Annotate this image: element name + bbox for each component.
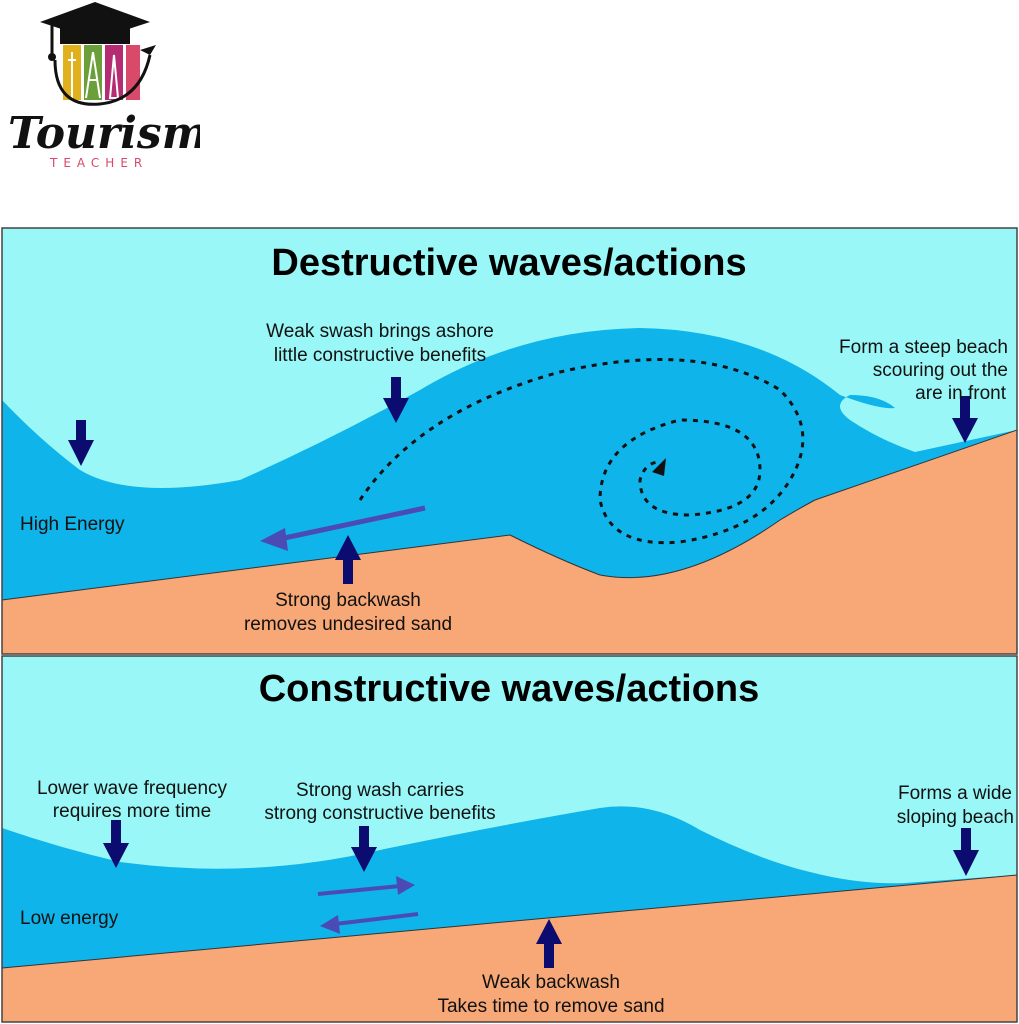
down-arrow-icon xyxy=(952,396,978,443)
down-arrow-icon xyxy=(103,820,129,868)
swash-flow-arrow xyxy=(317,884,401,896)
constructive-panel: Constructive waves/actions Lower wave fr… xyxy=(1,655,1018,1023)
down-arrow-icon xyxy=(383,377,409,423)
destructive-title: Destructive waves/actions xyxy=(271,242,746,284)
backwash-flow-arrow xyxy=(274,505,426,543)
strong-backwash-label-2: removes undesired sand xyxy=(244,614,452,635)
freq-label-2: requires more time xyxy=(53,801,211,822)
steep-beach-label-3: are in front xyxy=(915,383,1007,404)
swash-flow-arrowhead-icon xyxy=(396,876,415,895)
backwash-flow-arrowhead-bottom-icon xyxy=(320,915,340,934)
backwash-flow-arrow-bottom xyxy=(334,912,419,926)
destructive-panel: Destructive waves/actions Weak swash bri… xyxy=(1,227,1018,655)
graduation-cap-icon xyxy=(40,2,150,61)
strong-wash-label-2: strong constructive benefits xyxy=(264,803,495,824)
constructive-title: Constructive waves/actions xyxy=(259,668,760,710)
spiral-arrowhead-icon xyxy=(652,458,666,476)
down-arrow-icon xyxy=(351,826,377,872)
steep-beach-label-1: Form a steep beach xyxy=(839,337,1008,358)
freq-label-1: Lower wave frequency xyxy=(37,778,228,799)
backwash-flow-arrowhead-icon xyxy=(260,528,288,551)
logo-word: Tourism xyxy=(8,108,200,159)
swoosh-icon xyxy=(53,54,152,106)
logo-subtitle: TEACHER xyxy=(49,156,148,170)
plane-icon xyxy=(140,45,156,55)
weak-swash-label-2: little constructive benefits xyxy=(274,345,486,366)
strong-wash-label-1: Strong wash carries xyxy=(296,780,464,801)
up-arrow-icon xyxy=(335,535,361,584)
up-arrow-icon xyxy=(536,919,562,968)
landmarks-icon xyxy=(63,45,140,100)
wide-beach-label-2: sloping beach xyxy=(897,807,1014,828)
weak-backwash-label-1: Weak backwash xyxy=(482,972,620,993)
down-arrow-icon xyxy=(953,828,979,876)
low-energy-label: Low energy xyxy=(20,908,119,929)
weak-backwash-label-2: Takes time to remove sand xyxy=(437,996,664,1017)
weak-swash-label-1: Weak swash brings ashore xyxy=(266,321,494,342)
destructive-sand xyxy=(1,429,1018,655)
tourism-teacher-logo: Tourism TEACHER xyxy=(8,2,200,170)
steep-beach-label-2: scouring out the xyxy=(873,360,1008,381)
wide-beach-label-1: Forms a wide xyxy=(898,783,1012,804)
strong-backwash-label-1: Strong backwash xyxy=(275,590,421,611)
down-arrow-icon xyxy=(68,420,94,466)
high-energy-label: High Energy xyxy=(20,514,125,535)
